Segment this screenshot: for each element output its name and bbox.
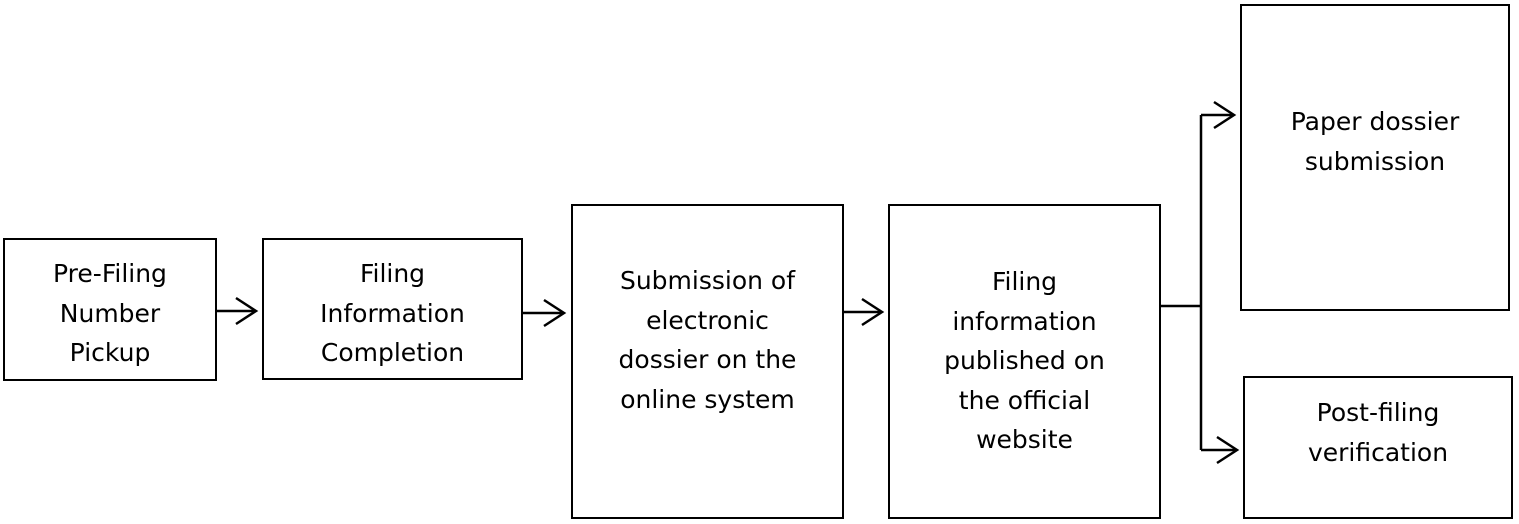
node-label-line: dossier on the — [618, 345, 797, 374]
node-label-line: electronic — [646, 305, 769, 335]
node-label-line: Number — [59, 298, 161, 328]
node-label-line: Post-filing — [1316, 398, 1440, 427]
node-label-line: website — [976, 425, 1073, 454]
node-label-line: Filing — [991, 267, 1058, 296]
node-label-line: Completion — [320, 338, 465, 367]
arrow-pickup-to-completion — [217, 296, 259, 326]
node-label-line: Pre-Filing — [53, 259, 167, 288]
node-label-line: Pickup — [69, 338, 151, 367]
node-label-line: submission — [1304, 146, 1446, 176]
arrow-to-post-filing — [1201, 435, 1240, 465]
node-label-line: online system — [620, 384, 795, 414]
node-post-filing-verification: Post-filing verification — [1243, 376, 1513, 519]
node-label-line: the official — [958, 385, 1091, 415]
node-label-line: information — [952, 306, 1097, 336]
node-label-line: verification — [1307, 437, 1449, 467]
arrow-to-paper-dossier — [1201, 100, 1237, 130]
node-filing-information-completion: Filing Information Completion — [262, 238, 523, 380]
arrow-completion-to-electronic — [523, 298, 567, 328]
node-paper-dossier-submission: Paper dossier submission — [1240, 4, 1510, 311]
node-label-line: Paper dossier — [1290, 107, 1460, 136]
arrow-electronic-to-published — [844, 297, 885, 327]
node-label-line: Filing — [359, 259, 426, 288]
node-label-line: Submission of — [619, 266, 796, 295]
node-label-line: Information — [320, 298, 465, 328]
node-pre-filing-number-pickup: Pre-Filing Number Pickup — [3, 238, 217, 381]
node-label-line: published on — [944, 346, 1105, 375]
branch-connector — [1161, 115, 1203, 450]
node-filing-info-published: Filing information published on the offi… — [888, 204, 1161, 519]
node-electronic-dossier-submission: Submission of electronic dossier on the … — [571, 204, 844, 519]
